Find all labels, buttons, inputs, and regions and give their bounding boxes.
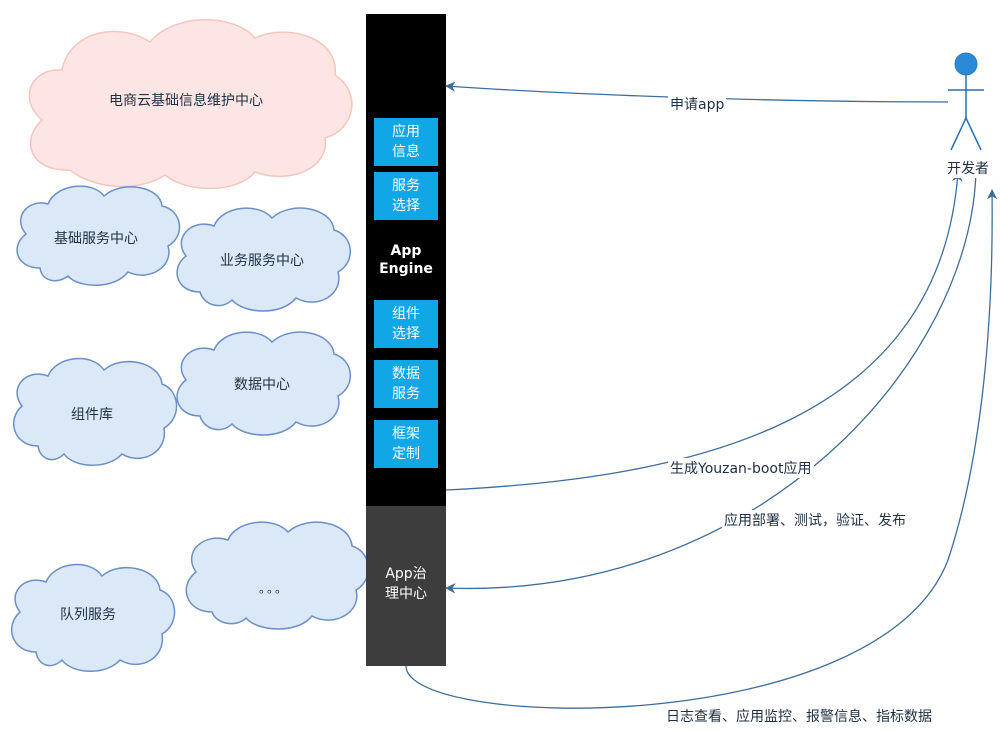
cloud-ellipsis-shape <box>185 521 370 630</box>
cloud-business-service-label: 业务服务中心 <box>220 253 304 269</box>
module-service-select: 服务 选择 <box>374 172 438 220</box>
cloud-basic-service-label: 基础服务中心 <box>54 231 138 247</box>
app-engine-label: App Engine <box>379 243 433 277</box>
cloud-component-lib-shape <box>12 357 178 466</box>
app-governance-panel <box>366 506 446 666</box>
cloud-queue-service-label: 队列服务 <box>60 607 116 623</box>
developer-label: 开发者 <box>947 158 989 178</box>
cloud-ecommerce-shape <box>28 19 353 190</box>
edge-deploy-label: 应用部署、测试，验证、发布 <box>722 510 908 530</box>
developer-actor-icon <box>948 52 984 151</box>
module-app-info: 应用 信息 <box>374 118 438 166</box>
edge-monitor <box>405 188 998 709</box>
governance-label: App治 理中心 <box>385 566 427 602</box>
cloud-data-center-label: 数据中心 <box>234 377 290 393</box>
edge-monitor-label: 日志查看、应用监控、报警信息、指标数据 <box>664 706 934 726</box>
cloud-component-lib-label: 组件库 <box>71 407 113 423</box>
edge-generate-app-label: 生成Youzan-boot应用 <box>668 458 814 478</box>
module-component-select: 组件 选择 <box>374 300 438 348</box>
cloud-ecommerce-label: 电商云基础信息维护中心 <box>109 93 263 109</box>
edge-deploy <box>444 169 977 594</box>
module-framework-custom: 框架 定制 <box>374 420 438 468</box>
cloud-business-service-shape <box>176 207 352 312</box>
edge-apply-app-label: 申请app <box>668 94 727 114</box>
cloud-queue-service-shape <box>10 563 176 672</box>
cloud-ellipsis-label: 。。。 <box>258 581 290 596</box>
cloud-data-center-shape <box>176 331 352 436</box>
edge-generate-app <box>445 170 963 491</box>
module-data-service: 数据 服务 <box>374 360 438 408</box>
cloud-basic-service-shape <box>16 185 181 286</box>
